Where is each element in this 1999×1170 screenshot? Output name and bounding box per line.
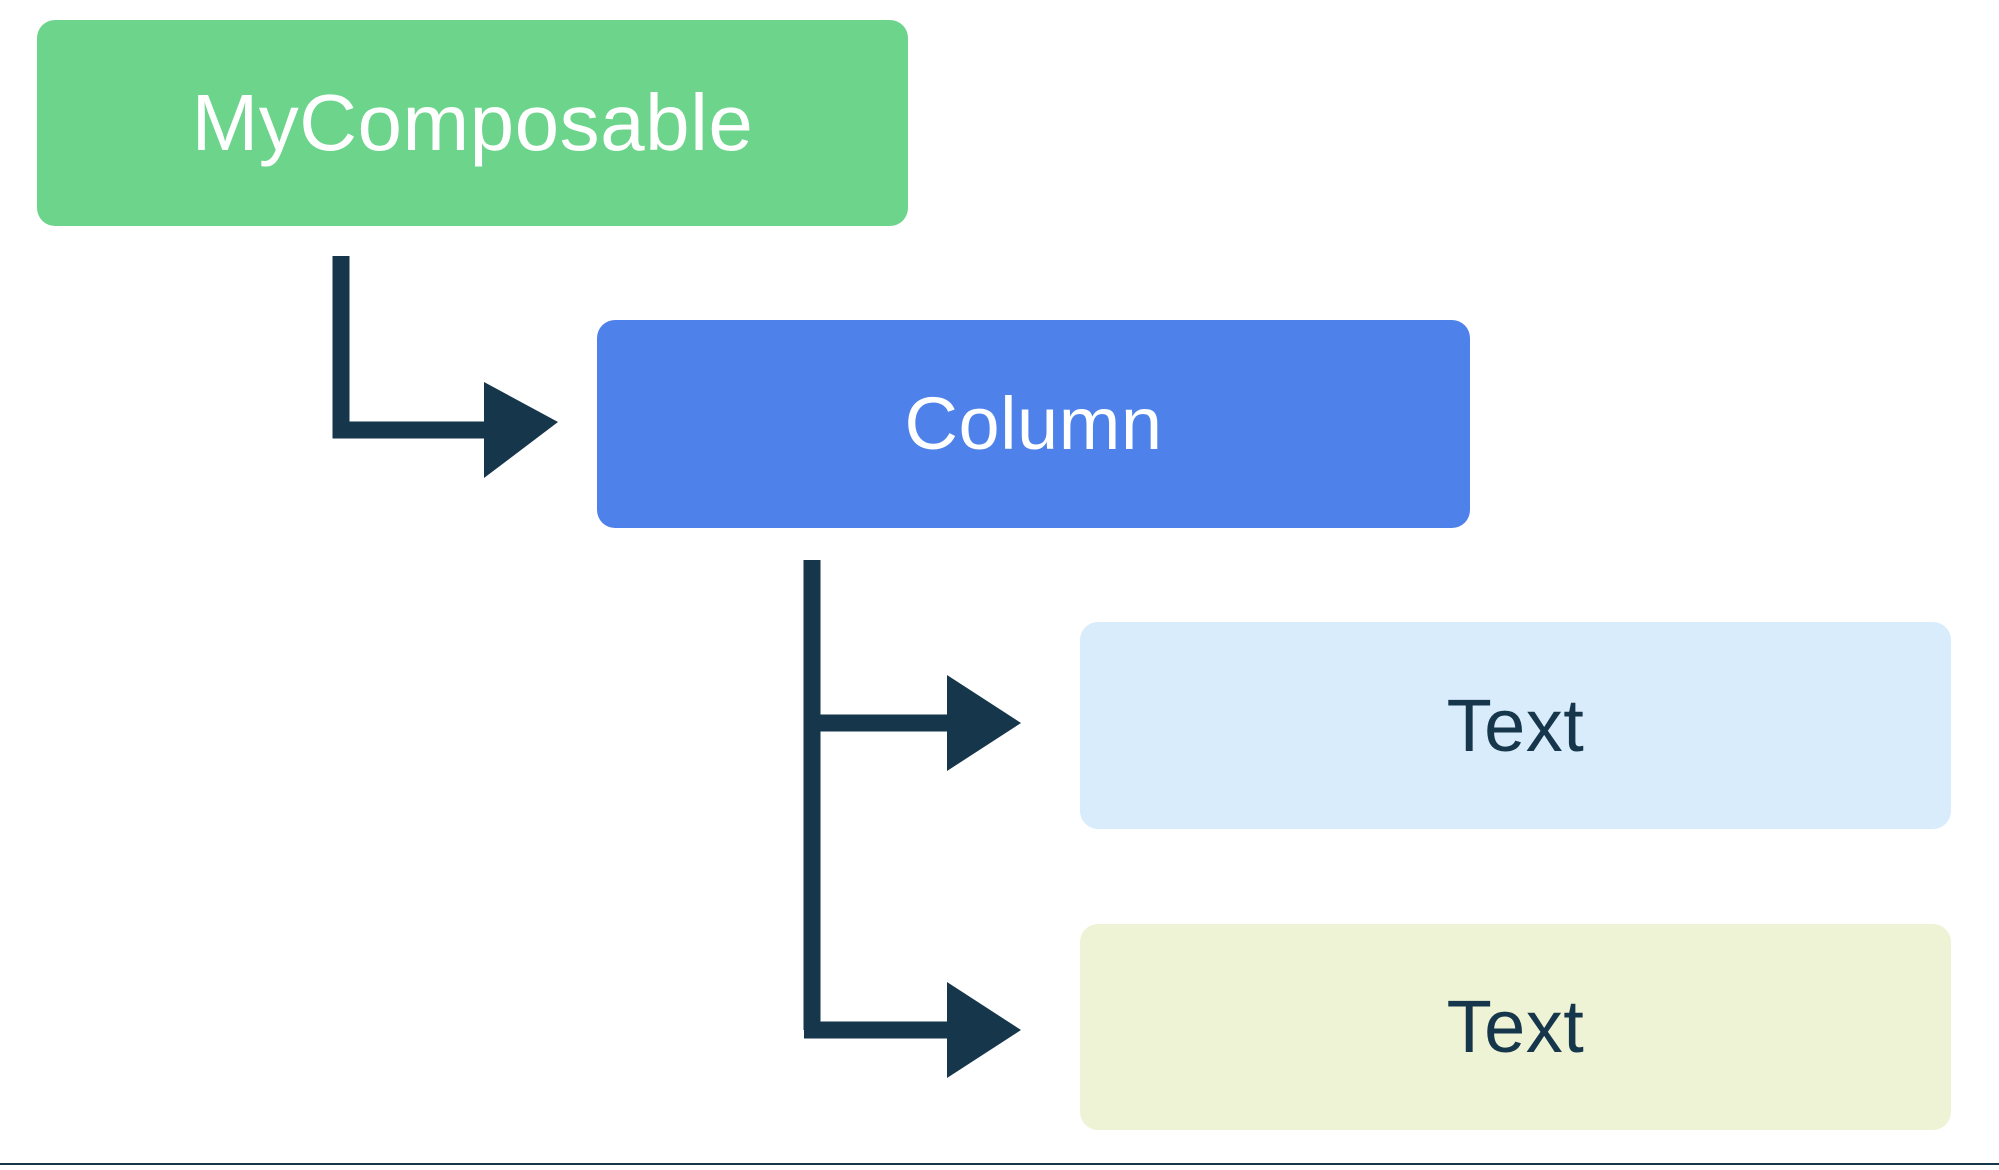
edge-column-text-2 [804, 982, 1021, 1078]
edge-mycomposable-column-line [332, 256, 492, 439]
bottom-divider [0, 1163, 1999, 1165]
node-mycomposable[interactable]: MyComposable [37, 20, 908, 226]
node-column[interactable]: Column [597, 320, 1470, 528]
edge-mycomposable-column [332, 256, 558, 478]
node-text-1-label: Text [1446, 683, 1585, 767]
node-text-1[interactable]: Text [1080, 622, 1951, 829]
node-text-2[interactable]: Text [1080, 924, 1951, 1130]
edge-column-text-1 [804, 675, 1021, 771]
node-mycomposable-label: MyComposable [191, 78, 754, 167]
edge-column-text-2-arrowhead [947, 982, 1021, 1078]
edge-column-text-1-arrowhead [947, 675, 1021, 771]
node-column-label: Column [904, 382, 1163, 465]
node-text-2-label: Text [1446, 985, 1585, 1068]
edge-mycomposable-column-arrowhead [484, 382, 558, 478]
